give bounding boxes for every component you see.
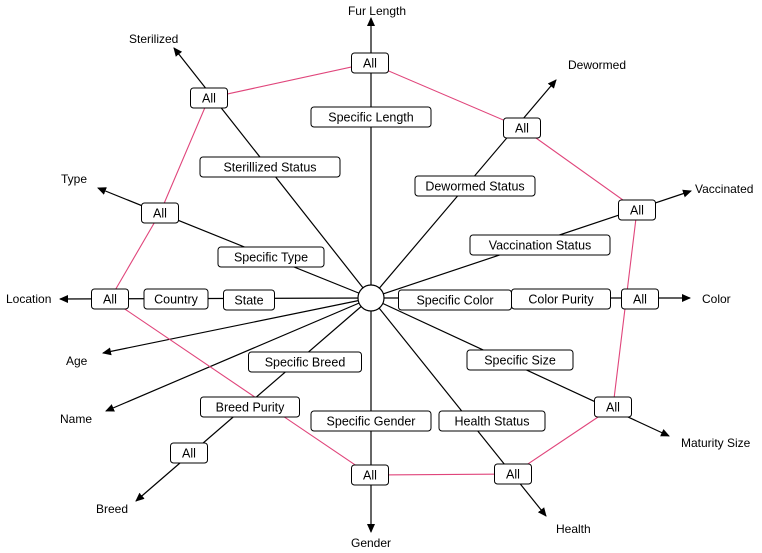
node-gender-1: All: [351, 464, 389, 486]
node-label: Sterillized Status: [223, 161, 316, 175]
node-label: Health Status: [454, 415, 529, 429]
node-label: Specific Type: [234, 251, 308, 265]
node-box: [438, 410, 546, 432]
node-location-0: State: [223, 289, 275, 311]
node-label: Vaccination Status: [489, 239, 592, 253]
node-box: [217, 246, 325, 268]
node-color-2: All: [621, 288, 659, 310]
axis-label-breed: Breed: [96, 502, 128, 516]
axis-label-health: Health: [556, 522, 591, 536]
axis-label-dewormed: Dewormed: [568, 58, 626, 72]
node-label: State: [234, 294, 263, 308]
node-box: [248, 351, 362, 373]
node-box: [594, 396, 632, 418]
node-box: [91, 288, 129, 310]
node-label: All: [630, 204, 644, 218]
node-label: All: [606, 401, 620, 415]
axis-label-sterilized: Sterilized: [129, 32, 178, 46]
node-box: [511, 288, 611, 310]
node-dewormed-1: All: [503, 117, 541, 139]
node-label: Specific Size: [484, 354, 556, 368]
node-box: [494, 463, 532, 485]
node-label: All: [515, 122, 529, 136]
axes-layer: [59, 17, 692, 533]
axis-label-gender: Gender: [351, 536, 391, 550]
node-vaccinated-1: All: [618, 199, 656, 221]
node-box: [200, 396, 300, 418]
node-vaccinated-0: Vaccination Status: [469, 234, 611, 256]
node-box: [223, 289, 275, 311]
node-type-1: All: [141, 202, 179, 224]
node-box: [170, 442, 208, 464]
node-label: Color Purity: [528, 293, 594, 307]
node-box: [469, 234, 611, 256]
node-location-1: Country: [143, 288, 209, 310]
axis-label-fur-length: Fur Length: [348, 4, 406, 18]
node-label: Country: [154, 293, 199, 307]
axis-label-location: Location: [6, 292, 51, 306]
node-label: All: [182, 447, 196, 461]
node-maturity-size-0: Specific Size: [466, 349, 574, 371]
node-label: All: [103, 293, 117, 307]
node-fur-length-0: Specific Length: [310, 106, 432, 128]
node-label: Specific Breed: [265, 356, 346, 370]
axis-label-type: Type: [61, 172, 87, 186]
labels-layer: Fur LengthDewormedVaccinatedColorMaturit…: [6, 4, 753, 550]
node-label: All: [363, 469, 377, 483]
node-label: All: [363, 57, 377, 71]
center-node: [357, 284, 385, 312]
node-dewormed-0: Dewormed Status: [414, 175, 536, 197]
axis-name: [105, 297, 372, 412]
node-breed-0: Specific Breed: [248, 351, 362, 373]
node-box: [466, 349, 574, 371]
node-label: Specific Length: [328, 111, 414, 125]
node-location-2: All: [91, 288, 129, 310]
node-box: [199, 156, 341, 178]
all-level-outline: [109, 62, 638, 476]
node-label: All: [633, 293, 647, 307]
node-box: [621, 288, 659, 310]
node-color-0: Specific Color: [398, 289, 512, 311]
axis-label-age: Age: [66, 354, 88, 368]
node-label: Specific Gender: [327, 415, 416, 429]
axis-label-vaccinated: Vaccinated: [695, 182, 753, 196]
node-gender-0: Specific Gender: [310, 410, 432, 432]
node-label: All: [202, 92, 216, 106]
node-box: [143, 288, 209, 310]
node-box: [351, 52, 389, 74]
node-health-1: All: [494, 463, 532, 485]
axis-type: [97, 187, 372, 299]
node-breed-2: All: [170, 442, 208, 464]
node-box: [190, 87, 228, 109]
axis-age: [102, 297, 372, 356]
node-box: [310, 410, 432, 432]
node-box: [618, 199, 656, 221]
node-label: Specific Color: [416, 294, 493, 308]
node-sterilized-1: All: [190, 87, 228, 109]
node-sterilized-0: Sterillized Status: [199, 156, 341, 178]
node-label: All: [153, 207, 167, 221]
node-box: [414, 175, 536, 197]
node-breed-1: Breed Purity: [200, 396, 300, 418]
node-maturity-size-1: All: [594, 396, 632, 418]
node-box: [351, 464, 389, 486]
axis-label-color: Color: [702, 292, 731, 306]
node-label: Dewormed Status: [425, 180, 524, 194]
node-color-1: Color Purity: [511, 288, 611, 310]
node-label: Breed Purity: [216, 401, 286, 415]
axis-label-name: Name: [60, 412, 92, 426]
node-fur-length-1: All: [351, 52, 389, 74]
node-box: [310, 106, 432, 128]
node-label: All: [506, 468, 520, 482]
node-box: [503, 117, 541, 139]
axis-label-maturity-size: Maturity Size: [681, 436, 751, 450]
node-type-0: Specific Type: [217, 246, 325, 268]
node-health-0: Health Status: [438, 410, 546, 432]
node-box: [141, 202, 179, 224]
